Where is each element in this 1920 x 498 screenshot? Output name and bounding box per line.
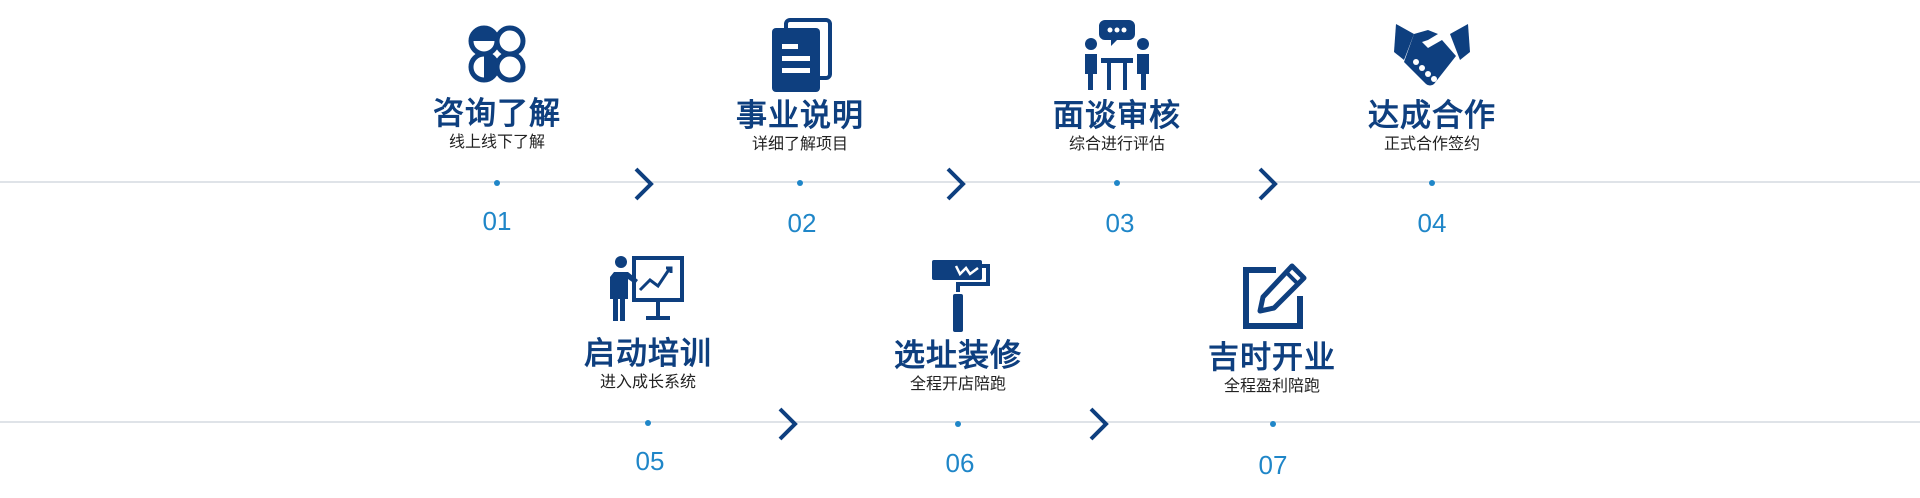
handshake-icon: [1394, 24, 1470, 86]
timeline-dot: [1114, 180, 1120, 186]
clover-icon: [468, 25, 526, 83]
chevron-right-icon: [1258, 167, 1278, 201]
chevron-right-icon: [634, 167, 654, 201]
step-number: 03: [1105, 208, 1135, 238]
chevron-right-icon: [1089, 407, 1109, 441]
step-7: 吉时开业 全程盈利陪跑: [1162, 258, 1382, 396]
step-subtitle: 正式合作签约: [1383, 134, 1480, 153]
step-subtitle: 综合进行评估: [1068, 134, 1165, 153]
timeline-dot: [955, 421, 961, 427]
timeline-dot: [1270, 421, 1276, 427]
step-title: 达成合作: [1368, 98, 1496, 134]
document-icon: [772, 18, 832, 92]
step-title: 选址装修: [894, 338, 1022, 374]
step-subtitle: 线上线下了解: [448, 132, 545, 151]
step-title: 咨询了解: [433, 96, 561, 132]
step-3: 面谈审核 综合进行评估: [1007, 16, 1227, 154]
step-1: 咨询了解 线上线下了解: [387, 14, 607, 152]
chevron-right-icon: [778, 407, 798, 441]
step-number: 06: [945, 448, 975, 478]
step-number: 04: [1417, 208, 1447, 238]
edit-icon: [1243, 263, 1307, 329]
step-title: 吉时开业: [1208, 340, 1336, 376]
chevron-right-icon: [946, 167, 966, 201]
step-number: 05: [635, 446, 665, 476]
step-2: 事业说明 详细了解项目: [690, 16, 910, 154]
step-4: 达成合作 正式合作签约: [1322, 16, 1542, 154]
step-subtitle: 全程盈利陪跑: [1223, 376, 1320, 395]
step-6: 选址装修 全程开店陪跑: [848, 256, 1068, 394]
timeline-dot: [645, 420, 651, 426]
timeline-dot: [494, 180, 500, 186]
step-5: 启动培训 进入成长系统: [538, 254, 758, 392]
step-number: 01: [482, 206, 512, 236]
presentation-icon: [610, 256, 684, 321]
step-title: 启动培训: [584, 336, 712, 372]
step-subtitle: 全程开店陪跑: [909, 374, 1006, 393]
paint-roller-icon: [932, 260, 990, 332]
timeline-dot: [797, 180, 803, 186]
step-title: 事业说明: [736, 98, 864, 134]
step-number: 02: [787, 208, 817, 238]
timeline-dot: [1429, 180, 1435, 186]
step-number: 07: [1258, 450, 1288, 480]
step-subtitle: 详细了解项目: [751, 134, 848, 153]
step-title: 面谈审核: [1053, 98, 1181, 134]
step-subtitle: 进入成长系统: [599, 372, 696, 391]
meeting-icon: [1085, 20, 1149, 90]
